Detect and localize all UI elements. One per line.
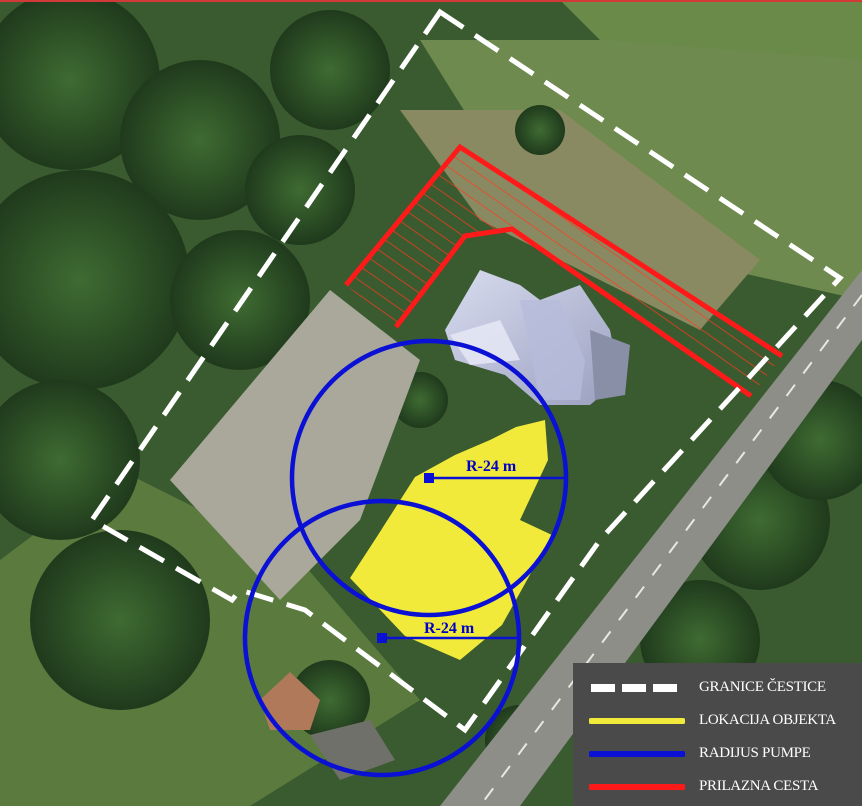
legend-item-building-location: LOKACIJA OBJEKTA [589, 704, 862, 737]
legend-item-parcel-boundary: GRANICE ČESTICE [589, 671, 862, 704]
yellow-line-icon [589, 712, 685, 730]
legend-label: LOKACIJA OBJEKTA [699, 712, 836, 728]
pump-radius-label: R-24 m [466, 458, 517, 475]
legend-item-pump-radius: RADIJUS PUMPE [589, 737, 862, 770]
access-road [344, 143, 784, 399]
legend-label: GRANICE ČESTICE [699, 679, 826, 695]
legend-item-access-road: PRILAZNA CESTA [589, 770, 862, 803]
pump-radius-upper: R-24 m [289, 338, 569, 618]
map-legend: GRANICE ČESTICE LOKACIJA OBJEKTA RADIJUS… [573, 663, 862, 806]
parcel-boundary [88, 8, 844, 734]
pump-radius-label: R-24 m [424, 620, 475, 637]
building-location [350, 420, 552, 660]
white-dashed-line-icon [589, 679, 685, 697]
pump-radius-lower: R-24 m [242, 498, 522, 778]
blue-line-icon [589, 745, 685, 763]
red-line-icon [589, 778, 685, 796]
legend-label: RADIJUS PUMPE [699, 745, 811, 761]
legend-label: PRILAZNA CESTA [699, 778, 819, 794]
